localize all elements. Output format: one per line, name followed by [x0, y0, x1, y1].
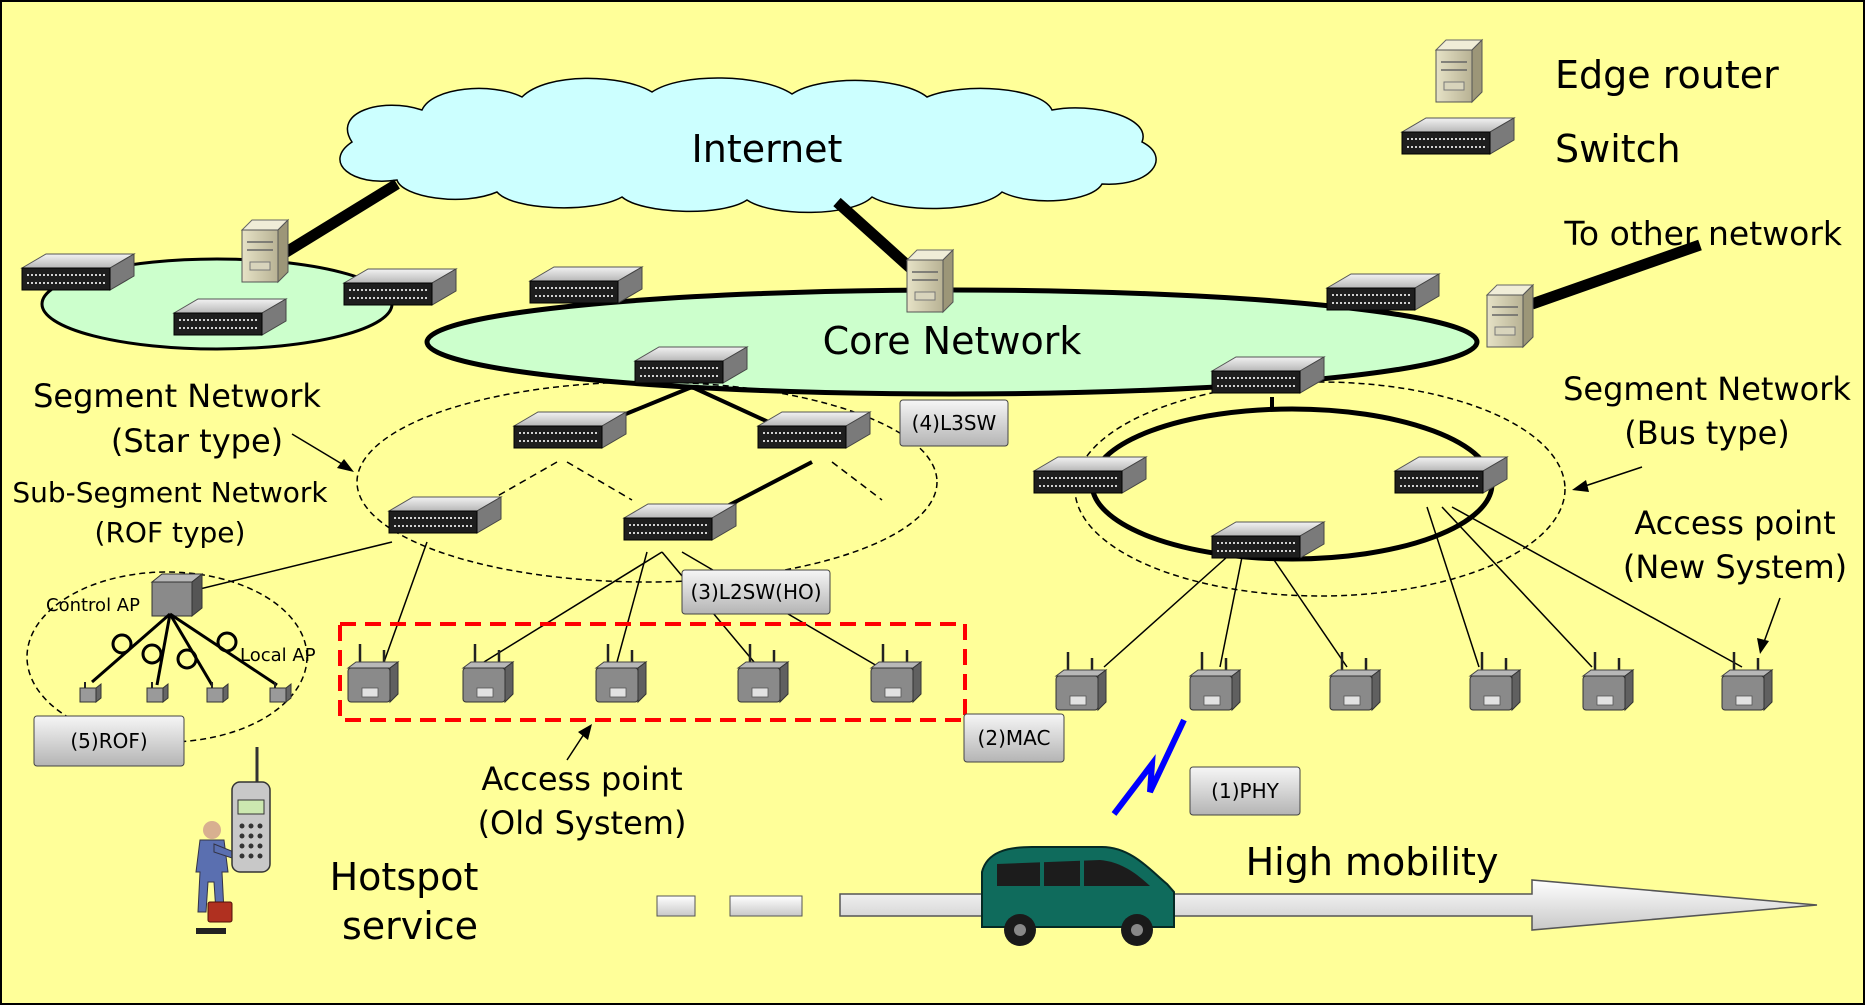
- switch-icon: [21, 253, 135, 291]
- l2sw-tag: (3)L2SW(HO): [681, 569, 831, 615]
- svg-text:(3)L2SW(HO): (3)L2SW(HO): [690, 580, 821, 604]
- switch-icon: [513, 411, 627, 449]
- to-other-network-label: To other network: [1563, 214, 1843, 253]
- switch-icon: [757, 411, 871, 449]
- segment-star-label: Segment Network: [33, 377, 321, 415]
- vehicle-icon: [981, 846, 1175, 946]
- svg-text:(1)PHY: (1)PHY: [1211, 779, 1279, 803]
- access-point-icon: [1581, 650, 1635, 712]
- mobility-dash: [729, 895, 803, 917]
- star-link-dashed: [831, 461, 883, 501]
- edge-router-icon: [1486, 284, 1534, 348]
- switch-legend-icon: [1401, 117, 1515, 155]
- pointer-arrowhead: [578, 724, 592, 740]
- ap-old-system-label: (Old System): [478, 804, 687, 842]
- ap-new-pointer: [1763, 597, 1781, 643]
- segment-star-pointer: [291, 433, 348, 468]
- access-point-icon: [1054, 650, 1108, 712]
- switch-icon: [529, 266, 643, 304]
- old-system-box: [338, 622, 967, 722]
- local-ap-icon: [269, 681, 292, 703]
- switch-icon: [343, 268, 457, 306]
- high-mobility-label: High mobility: [1246, 840, 1499, 884]
- access-point-icon: [869, 642, 923, 704]
- high-mobility-arrow: [839, 879, 1818, 931]
- switch-icon: [634, 346, 748, 384]
- person-icon: [195, 821, 235, 934]
- svg-text:(4)L3SW: (4)L3SW: [912, 411, 997, 435]
- wireless-link-icon: [1111, 718, 1187, 816]
- edge-router-icon: [906, 249, 954, 313]
- pointer-arrowhead: [337, 459, 354, 472]
- pointer-arrowhead: [1572, 480, 1589, 492]
- access-point-icon: [461, 642, 515, 704]
- mac-tag: (2)MAC: [963, 713, 1065, 763]
- access-point-icon: [594, 642, 648, 704]
- segment-bus-pointer: [1581, 466, 1643, 488]
- access-point-icon: [346, 642, 400, 704]
- pointer-arrowhead: [1757, 638, 1769, 654]
- edge-router-legend-icon: [1435, 39, 1483, 103]
- hotspot-service-label: service: [342, 904, 478, 948]
- edge-router-icon: [241, 219, 289, 283]
- segment-bus-label: Segment Network: [1563, 370, 1851, 408]
- switch-icon: [623, 503, 737, 541]
- switch-icon: [388, 496, 502, 534]
- edge-router-legend-label: Edge router: [1555, 53, 1779, 97]
- l3sw-tag: (4)L3SW: [899, 399, 1009, 447]
- core-network-label: Core Network: [823, 319, 1082, 363]
- rof-tag: (5)ROF): [33, 715, 185, 767]
- local-ap-icon: [206, 681, 229, 703]
- internet-core-link: [833, 197, 921, 279]
- mobility-dash: [656, 895, 696, 917]
- mobile-phone-icon: [231, 747, 271, 873]
- access-point-icon: [1328, 650, 1382, 712]
- to-other-network-link: [1530, 239, 1702, 310]
- switch-icon: [173, 298, 287, 336]
- svg-text:(5)ROF): (5)ROF): [70, 729, 147, 753]
- control-ap-icon: [150, 572, 204, 618]
- hotspot-label: Hotspot: [330, 855, 479, 899]
- switch-icon: [1033, 456, 1147, 494]
- ap-old-label: Access point: [481, 760, 682, 798]
- switch-legend-label: Switch: [1555, 127, 1681, 171]
- rof-subsegment-boundary: [26, 571, 308, 743]
- switch-icon: [1211, 356, 1325, 394]
- local-ap-label: Local AP: [240, 645, 316, 666]
- switch-icon: [1326, 273, 1440, 311]
- rof-links: [91, 612, 278, 687]
- internet-left-link: [267, 179, 400, 267]
- switch-icon: [1211, 521, 1325, 559]
- internet-label: Internet: [692, 127, 843, 171]
- internet-cloud: [339, 77, 1157, 214]
- star-link-dashed: [566, 461, 633, 501]
- subsegment-label: Sub-Segment Network: [12, 476, 328, 509]
- segment-star-type-label: (Star type): [111, 422, 283, 460]
- ap-new-system-label: (New System): [1623, 548, 1847, 586]
- phy-tag: (1)PHY: [1189, 766, 1301, 816]
- control-ap-label: Control AP: [46, 595, 140, 616]
- segment-bus-type-label: (Bus type): [1624, 414, 1790, 452]
- subsegment-type-label: (ROF type): [95, 516, 246, 549]
- ap-old-pointer: [566, 733, 585, 761]
- local-ap-icon: [79, 681, 102, 703]
- ap-new-label: Access point: [1634, 504, 1835, 542]
- svg-text:(2)MAC: (2)MAC: [978, 726, 1051, 750]
- switch-icon: [1394, 456, 1508, 494]
- access-point-icon: [1188, 650, 1242, 712]
